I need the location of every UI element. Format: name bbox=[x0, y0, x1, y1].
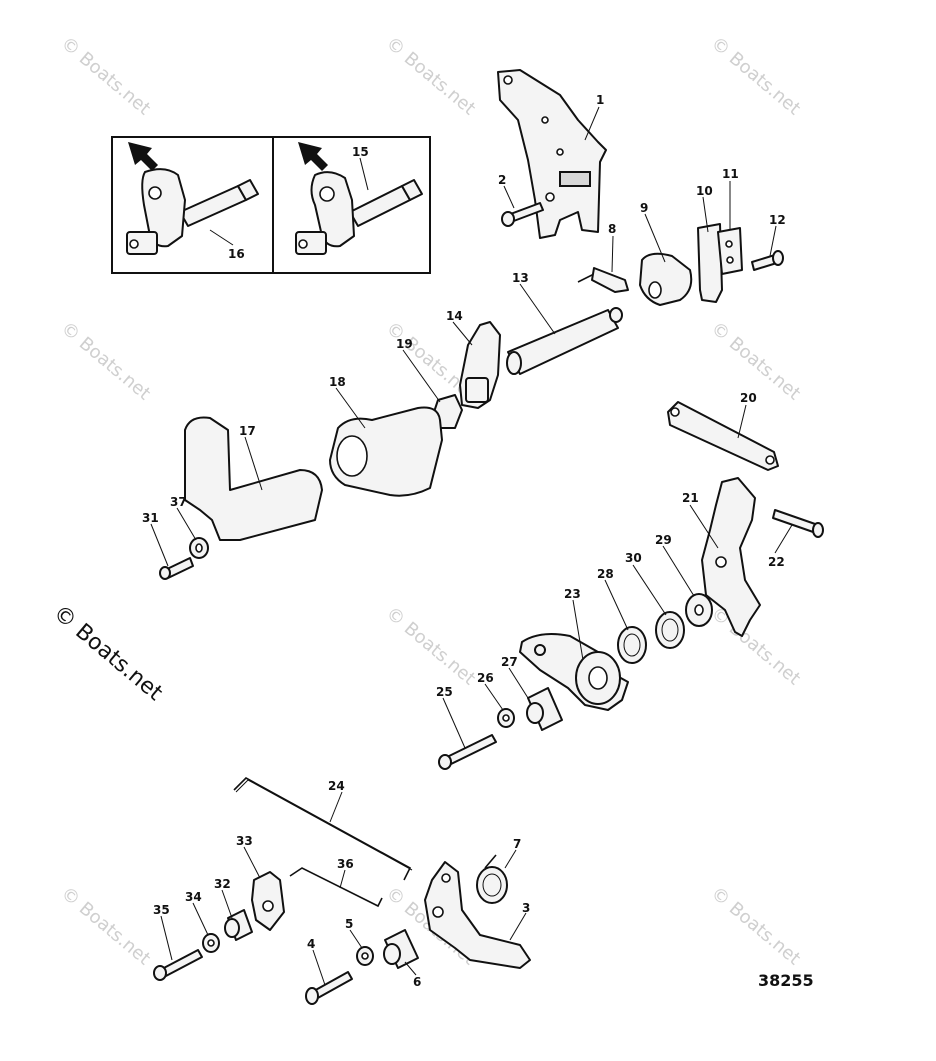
watermark: © Boats.net bbox=[382, 603, 480, 690]
part-14-lever bbox=[459, 321, 501, 409]
callout-24: 24 bbox=[328, 779, 345, 793]
callout-21: 21 bbox=[682, 491, 699, 505]
callout-25: 25 bbox=[436, 685, 453, 699]
part-6-bushing bbox=[383, 929, 419, 969]
callout-23: 23 bbox=[564, 587, 581, 601]
leader-lines bbox=[150, 106, 793, 986]
callout-8: 8 bbox=[608, 222, 616, 236]
part-30-spring bbox=[655, 611, 685, 649]
watermark: © Boats.net bbox=[707, 603, 805, 690]
callout-26: 26 bbox=[477, 671, 494, 685]
callout-29: 29 bbox=[655, 533, 672, 547]
part-16-shaft-assembly bbox=[126, 168, 259, 255]
callout-9: 9 bbox=[640, 201, 648, 215]
part-3-lever bbox=[424, 861, 531, 969]
callout-30: 30 bbox=[625, 551, 642, 565]
callout-34: 34 bbox=[185, 890, 202, 904]
part-10-clip bbox=[697, 223, 723, 303]
callout-32: 32 bbox=[214, 877, 231, 891]
part-17-handle-arm bbox=[184, 416, 323, 541]
callout-4: 4 bbox=[307, 937, 315, 951]
part-31-screw bbox=[159, 557, 194, 580]
callout-28: 28 bbox=[597, 567, 614, 581]
callout-20: 20 bbox=[740, 391, 757, 405]
part-20-link bbox=[667, 401, 779, 471]
callout-19: 19 bbox=[396, 337, 413, 351]
callout-12: 12 bbox=[769, 213, 786, 227]
callout-1: 1 bbox=[596, 93, 604, 107]
part-13-shaft bbox=[506, 307, 623, 375]
part-22-screw bbox=[772, 509, 824, 538]
part-2-screw bbox=[501, 202, 544, 227]
part-33-bracket bbox=[251, 871, 285, 931]
part-23-cam-plate bbox=[519, 633, 629, 711]
part-36-rod bbox=[289, 867, 383, 908]
part-5-washer bbox=[356, 946, 374, 966]
callout-labels: 1 2 3 4 5 6 7 8 9 10 11 12 13 14 15 16 1… bbox=[142, 93, 786, 989]
watermark: © Boats.net bbox=[57, 883, 155, 970]
part-15-shaft-assembly bbox=[295, 171, 423, 255]
part-26-washer bbox=[497, 708, 515, 728]
callout-37: 37 bbox=[170, 495, 187, 509]
callout-18: 18 bbox=[329, 375, 346, 389]
part-21-lever-arm bbox=[701, 477, 761, 637]
watermark: © Boats.net bbox=[382, 33, 480, 120]
callout-14: 14 bbox=[446, 309, 463, 323]
part-1-bracket bbox=[497, 69, 607, 239]
part-29-washer bbox=[685, 593, 713, 627]
part-18-housing bbox=[329, 406, 443, 497]
callout-11: 11 bbox=[722, 167, 739, 181]
callout-27: 27 bbox=[501, 655, 518, 669]
part-24-rod bbox=[233, 777, 413, 881]
part-11-plate bbox=[717, 227, 743, 275]
callout-13: 13 bbox=[512, 271, 529, 285]
callout-3: 3 bbox=[522, 901, 530, 915]
watermark: © Boats.net bbox=[57, 318, 155, 405]
callout-17: 17 bbox=[239, 424, 256, 438]
part-34-washer bbox=[202, 933, 220, 953]
part-4-screw bbox=[305, 971, 353, 1005]
watermark: © Boats.net bbox=[707, 883, 805, 970]
part-35-screw bbox=[153, 949, 203, 981]
callout-7: 7 bbox=[513, 837, 521, 851]
part-32-bushing bbox=[224, 909, 253, 941]
callout-2: 2 bbox=[498, 173, 506, 187]
watermark: © Boats.net bbox=[707, 33, 805, 120]
part-7-spring bbox=[476, 854, 508, 904]
callout-36: 36 bbox=[337, 857, 354, 871]
watermark: © Boats.net bbox=[57, 33, 155, 120]
watermark-large: © Boats.net bbox=[48, 600, 167, 706]
part-27-bushing bbox=[526, 687, 563, 731]
callout-22: 22 bbox=[768, 555, 785, 569]
part-12-screw bbox=[751, 250, 784, 271]
inset-box bbox=[111, 136, 431, 274]
part-25-screw bbox=[438, 734, 497, 770]
callout-15: 15 bbox=[352, 145, 369, 159]
part-8-pin-plate bbox=[577, 267, 629, 293]
callout-10: 10 bbox=[696, 184, 713, 198]
part-9-bushing bbox=[639, 252, 693, 306]
part-28-spring bbox=[617, 626, 647, 664]
callout-35: 35 bbox=[153, 903, 170, 917]
part-37-washer bbox=[189, 537, 209, 559]
arrow-icon bbox=[128, 142, 158, 171]
callout-31: 31 bbox=[142, 511, 159, 525]
callout-33: 33 bbox=[236, 834, 253, 848]
callout-6: 6 bbox=[413, 975, 421, 989]
callout-16: 16 bbox=[228, 247, 245, 261]
arrow-icon bbox=[298, 142, 328, 171]
callout-5: 5 bbox=[345, 917, 353, 931]
figure-id: 38255 bbox=[758, 971, 814, 990]
